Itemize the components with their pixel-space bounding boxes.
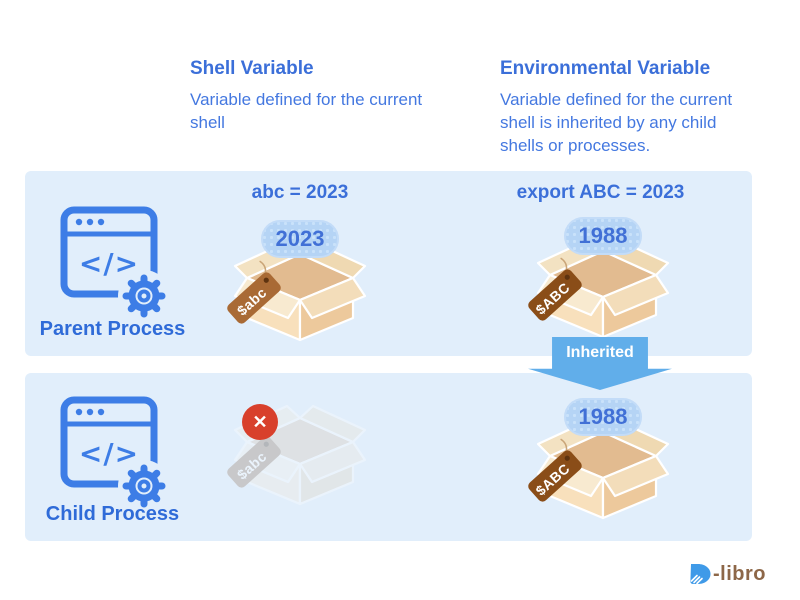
open-box-icon-faded: $abc (227, 404, 367, 506)
logo-text: -libro (713, 562, 766, 585)
box-child-shell: $abc ✕ (225, 396, 375, 521)
box-child-env: 1988 $ABC (528, 398, 678, 523)
pill-value: 2023 (275, 226, 325, 251)
shell-example-code: abc = 2023 (251, 182, 349, 203)
shell-column-description: Variable defined for the current shell (190, 90, 423, 132)
pill-value: 1988 (578, 223, 628, 248)
parent-process-icon (58, 200, 170, 320)
logo-d-icon (690, 564, 711, 585)
parent-process-label: Parent Process (39, 318, 186, 340)
child-process-icon (58, 390, 170, 510)
environment-column-title: Environmental Variable (500, 58, 711, 79)
box-parent-env: 1988 $ABC (528, 217, 678, 342)
blocked-x-glyph: ✕ (252, 411, 268, 432)
open-box-icon: $ABC (528, 237, 670, 339)
blocked-x-icon: ✕ (242, 404, 278, 440)
pill-value: 1988 (578, 404, 628, 429)
child-process-label: Child Process (45, 503, 180, 525)
inherited-arrow-label: Inherited (566, 344, 634, 361)
open-box-icon: $ABC (528, 418, 670, 520)
value-pill: 1988 (564, 398, 642, 436)
shell-column-title: Shell Variable (190, 58, 314, 79)
environment-example-code: export ABC = 2023 (516, 182, 685, 203)
open-box-icon: $abc (227, 240, 367, 342)
environment-column-description: Variable defined for the current shell i… (500, 90, 733, 155)
value-pill: 2023 (261, 220, 339, 258)
brand-logo: -libro (686, 562, 766, 586)
box-parent-shell: 2023 $abc (225, 220, 375, 345)
value-pill: 1988 (564, 217, 642, 255)
